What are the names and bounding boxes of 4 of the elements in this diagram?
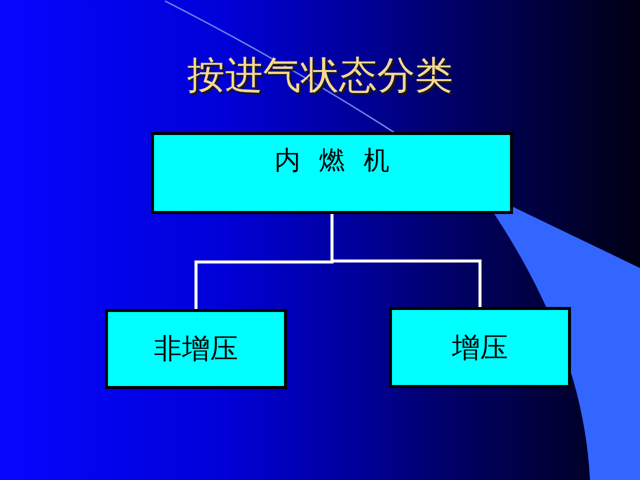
slide-title: 按进气状态分类 (186, 52, 454, 98)
category-box: 内 燃 机 (151, 132, 513, 214)
category-box: 增压 (389, 307, 571, 388)
category-box: 非增压 (105, 309, 287, 389)
